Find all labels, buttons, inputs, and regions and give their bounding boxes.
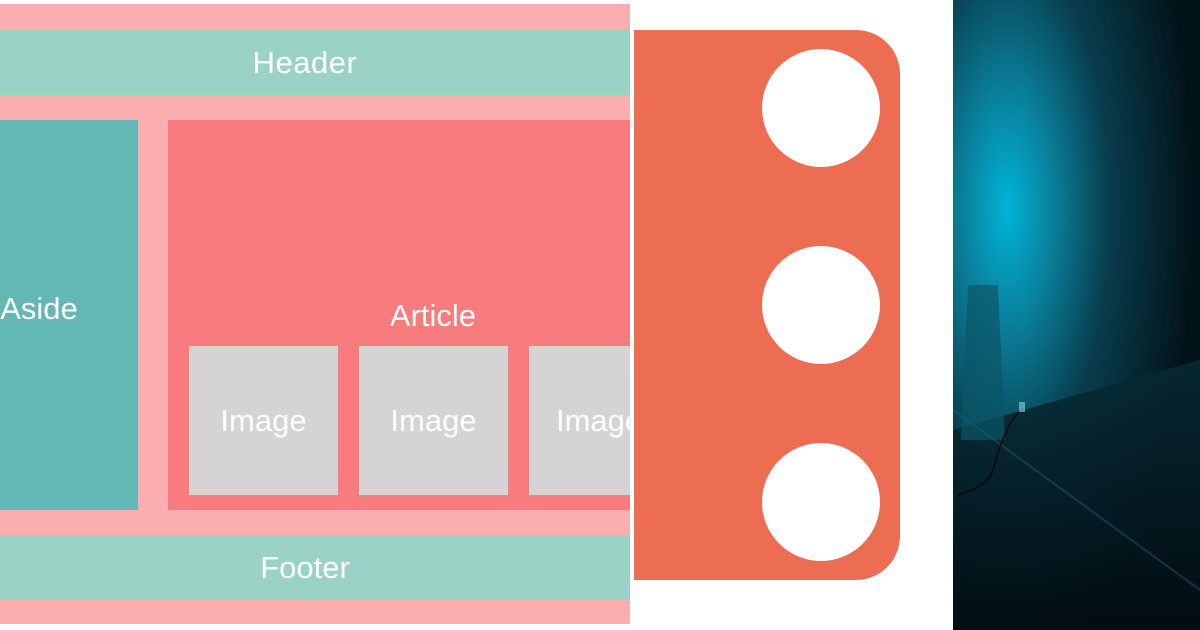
image-placeholder: Image bbox=[529, 346, 630, 495]
article-label: Article bbox=[389, 298, 477, 333]
vase-silhouette bbox=[961, 285, 1005, 440]
cable-line bbox=[957, 407, 1024, 496]
layout-wireframe-panel: Header Aside Article Image Image Image F… bbox=[0, 4, 630, 624]
dots-card bbox=[634, 30, 900, 580]
dark-room-photo bbox=[953, 0, 1200, 630]
image-placeholder: Image bbox=[189, 346, 338, 495]
circle-dot bbox=[762, 443, 880, 561]
header-block: Header bbox=[0, 30, 630, 95]
dark-room-illustration bbox=[953, 0, 1200, 630]
article-block: Article Image Image Image bbox=[168, 120, 630, 510]
circle-dot bbox=[762, 246, 880, 364]
aside-label: Aside bbox=[0, 291, 78, 326]
image-label: Image bbox=[556, 402, 630, 438]
image-placeholder: Image bbox=[359, 346, 508, 495]
header-label: Header bbox=[252, 44, 358, 80]
aside-block: Aside bbox=[0, 120, 138, 510]
wall-socket bbox=[1019, 402, 1025, 412]
image-label: Image bbox=[220, 402, 307, 438]
footer-label: Footer bbox=[260, 549, 350, 585]
dots-card-panel bbox=[630, 0, 953, 630]
circle-dot bbox=[762, 49, 880, 167]
image-label: Image bbox=[390, 402, 477, 438]
footer-block: Footer bbox=[0, 535, 630, 600]
